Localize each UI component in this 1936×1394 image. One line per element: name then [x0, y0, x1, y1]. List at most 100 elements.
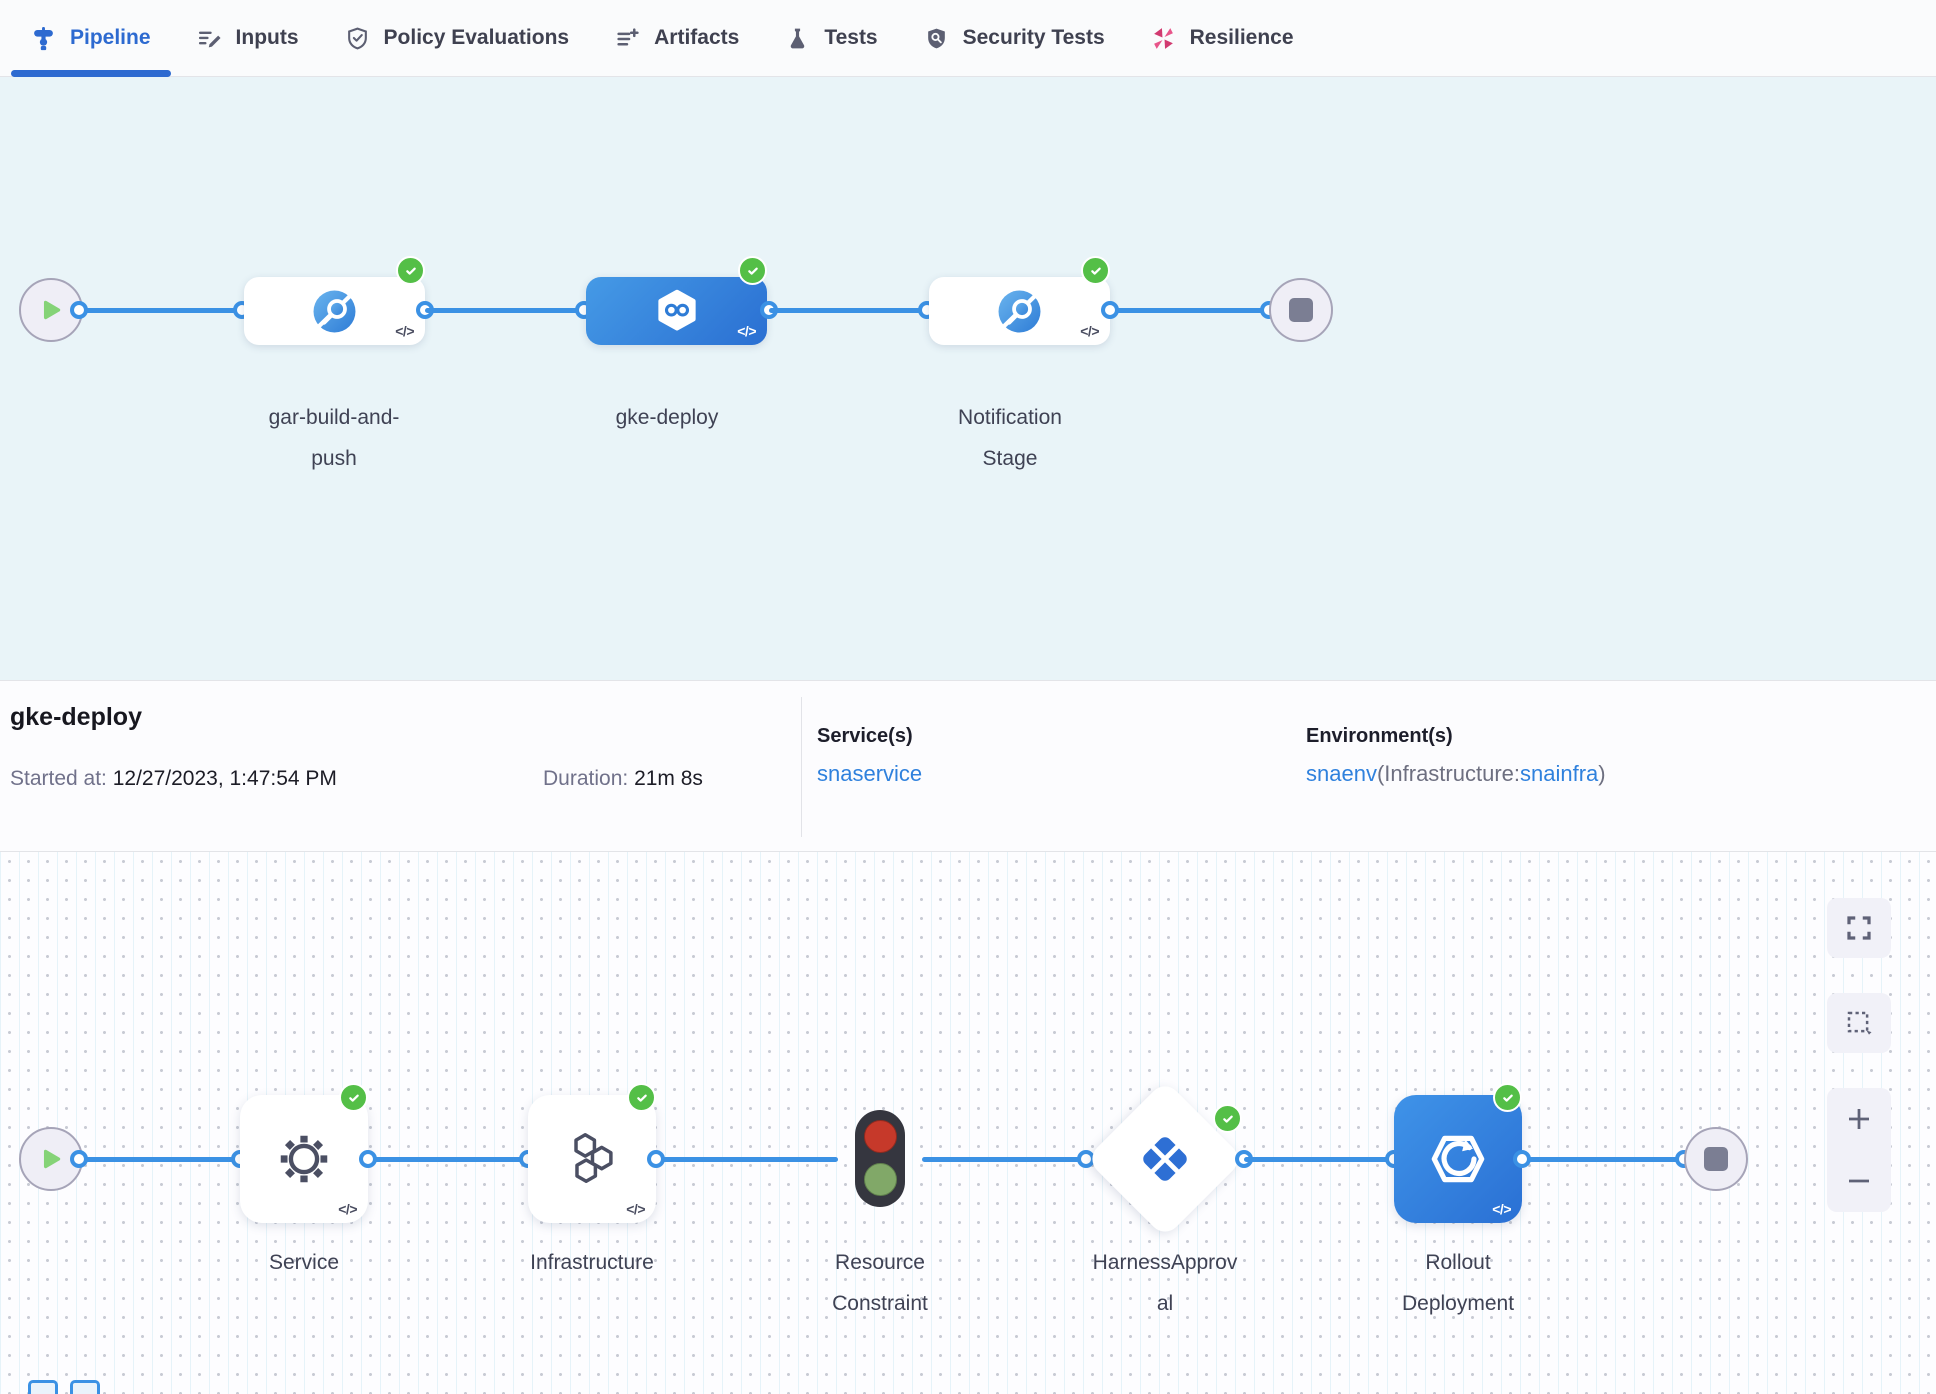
tab-resilience[interactable]: Resilience	[1128, 0, 1317, 76]
stage-node-notification-stage[interactable]: </>	[929, 256, 1110, 345]
traffic-red-light	[864, 1120, 897, 1153]
code-icon: </>	[1492, 1201, 1511, 1217]
tab-pipeline[interactable]: Pipeline	[8, 0, 174, 77]
step-node-resource-constraint[interactable]	[855, 1110, 905, 1207]
step-label-harness-approval: HarnessApprov al	[1092, 1251, 1238, 1315]
infrastructure-link[interactable]: snainfra	[1520, 761, 1599, 786]
connector-port	[70, 301, 88, 319]
cd-stage-icon	[657, 289, 696, 331]
partial-node	[70, 1380, 100, 1394]
selection-mode-button[interactable]	[1827, 993, 1891, 1053]
step-node-infrastructure[interactable]: </>	[528, 1083, 656, 1223]
duration-label: Duration:	[543, 767, 629, 790]
custom-stage-icon	[313, 290, 356, 332]
step-node-service[interactable]: </>	[240, 1083, 368, 1223]
service-value: snaservice	[817, 761, 922, 787]
execution-graph-canvas[interactable]: </> </> </>	[0, 852, 1936, 1394]
tab-label: Resilience	[1189, 26, 1294, 49]
tests-flask-icon	[791, 28, 805, 48]
security-shield-search-icon	[927, 28, 945, 48]
play-icon	[43, 1149, 61, 1169]
tab-label: Security Tests	[962, 26, 1105, 49]
code-icon: </>	[395, 323, 414, 339]
infrastructure-prefix: (Infrastructure:	[1376, 761, 1520, 786]
tab-security-tests[interactable]: Security Tests	[901, 0, 1128, 76]
tab-label: Policy Evaluations	[383, 26, 570, 49]
tab-tests[interactable]: Tests	[762, 0, 900, 76]
service-link[interactable]: snaservice	[817, 761, 923, 786]
step-label-rollout-deployment: Rollout Deployment	[1401, 1251, 1515, 1315]
infrastructure-suffix: )	[1598, 761, 1606, 786]
success-badge	[1493, 1083, 1522, 1112]
stage-node-gke-deploy[interactable]: </>	[586, 256, 767, 345]
fullscreen-button[interactable]	[1827, 898, 1891, 958]
success-badge	[627, 1083, 656, 1112]
zoom-out-button[interactable]	[1827, 1150, 1891, 1212]
tab-policy-evaluations[interactable]: Policy Evaluations	[322, 0, 593, 76]
stage-label-gar-build-and-push: gar-build-and- push	[268, 406, 400, 470]
connector-line	[1522, 1157, 1684, 1162]
stage-label-gke-deploy: gke-deploy	[615, 406, 719, 429]
execution-tabbar: Pipeline Inputs Policy Evaluations Artif…	[0, 0, 1936, 77]
stage-graph-canvas[interactable]: </> </> </> gar-build-and- push gke-depl…	[0, 77, 1936, 680]
connector-line	[656, 1157, 838, 1162]
code-icon: </>	[737, 323, 756, 339]
play-icon	[43, 300, 61, 320]
step-label-service: Service	[268, 1251, 340, 1274]
approval-icon	[1143, 1137, 1187, 1181]
tab-inputs[interactable]: Inputs	[174, 0, 322, 76]
zoom-out-icon	[1849, 1179, 1869, 1183]
success-badge	[738, 256, 767, 285]
connector-port	[359, 1150, 377, 1168]
connector-line	[425, 308, 586, 313]
code-icon: </>	[626, 1201, 645, 1217]
zoom-in-button[interactable]	[1827, 1088, 1891, 1150]
tab-label: Artifacts	[654, 26, 740, 49]
detail-divider	[801, 697, 802, 837]
stage-detail-title: gke-deploy	[10, 703, 142, 731]
partial-node	[28, 1380, 58, 1394]
connector-port	[1101, 301, 1119, 319]
environment-value: snaenv(Infrastructure:snainfra)	[1306, 761, 1606, 787]
duration-value: 21m 8s	[634, 767, 703, 790]
started-at: Started at: 12/27/2023, 1:47:54 PM	[10, 767, 337, 791]
code-icon: </>	[1080, 323, 1099, 339]
marquee-select-icon	[1847, 1011, 1872, 1035]
inputs-icon	[198, 31, 221, 47]
environment-link[interactable]: snaenv	[1306, 761, 1377, 786]
connector-line	[368, 1157, 528, 1162]
tab-artifacts[interactable]: Artifacts	[592, 0, 762, 76]
resilience-pinwheel-icon	[1153, 27, 1173, 49]
stop-icon	[1704, 1147, 1728, 1171]
custom-stage-icon	[998, 290, 1041, 332]
services-label: Service(s)	[817, 725, 913, 747]
environments-label: Environment(s)	[1306, 725, 1453, 747]
step-label-resource-constraint: Resource Constraint	[832, 1251, 928, 1315]
tab-label: Tests	[824, 26, 878, 49]
zoom-controls	[1827, 1088, 1891, 1212]
zoom-in-icon	[1849, 1109, 1869, 1129]
stage-node-gar-build-and-push[interactable]: </>	[244, 256, 425, 345]
fullscreen-icon	[1847, 916, 1871, 940]
started-at-value: 12/27/2023, 1:47:54 PM	[112, 767, 337, 790]
connector-port	[647, 1150, 665, 1168]
started-at-label: Started at:	[10, 767, 107, 790]
step-node-rollout-deployment[interactable]: </>	[1394, 1083, 1522, 1223]
duration: Duration: 21m 8s	[543, 767, 703, 791]
step-label-infrastructure: Infrastructure	[530, 1251, 654, 1274]
stage-detail-bar: gke-deploy Started at: 12/27/2023, 1:47:…	[0, 680, 1936, 852]
connector-port	[70, 1150, 88, 1168]
policy-shield-check-icon	[347, 27, 367, 49]
traffic-green-light	[864, 1163, 897, 1196]
connector-line	[1110, 308, 1269, 313]
success-badge	[1213, 1104, 1242, 1133]
connector-line	[922, 1157, 1086, 1162]
success-badge	[1081, 256, 1110, 285]
connector-line	[769, 308, 929, 313]
connector-line	[1244, 1157, 1394, 1162]
connector-port	[1513, 1150, 1531, 1168]
connector-line	[79, 1157, 240, 1162]
success-badge	[396, 256, 425, 285]
stop-icon	[1289, 298, 1313, 322]
